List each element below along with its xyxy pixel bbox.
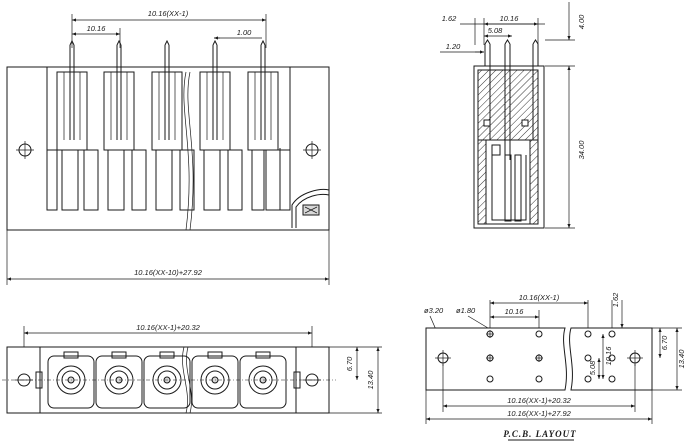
side-inner-pitch-label: 5.08 [488, 26, 503, 35]
pcb-top-offset-label: 1.62 [611, 292, 620, 307]
side-pin-height-label: 4.00 [577, 14, 586, 29]
pcb-row-offset-label: 5.08 [588, 360, 597, 375]
pcb-outer-width-label: 10.16(XX-1)+27.92 [507, 409, 571, 418]
pcb-half-height-label: 6.70 [660, 335, 669, 350]
pcb-pin-hole-label: ø1.80 [456, 306, 476, 315]
front-overall-width-label: 10.16(XX-10)+27.92 [134, 268, 203, 277]
front-mount-holes [16, 141, 321, 159]
side-view: 1.62 10.16 5.08 1.20 4.00 34.00 [440, 2, 586, 229]
bottom-full-height-label: 13.40 [366, 370, 375, 390]
side-pitch-label: 10.16 [500, 14, 520, 23]
bottom-width-label: 10.16(XX-1)+20.32 [136, 323, 200, 332]
pcb-inner-width-label: 10.16(XX-1)+20.32 [507, 396, 571, 405]
terminal-housings [56, 71, 281, 211]
pcb-title: P.C.B. LAYOUT [503, 429, 576, 439]
bottom-half-height-label: 6.70 [345, 356, 354, 371]
pins [63, 39, 272, 140]
front-pitch-top-label: 10.16(XX-1) [148, 9, 189, 18]
front-pitch-label: 10.16 [87, 24, 107, 33]
side-body-height-label: 34.00 [577, 140, 586, 160]
pcb-layout: 10.16(XX-1) 10.16 ø3.20 ø1.80 [424, 292, 686, 441]
front-pin-width-label: 1.00 [237, 28, 252, 37]
pcb-pitch-top-label: 10.16(XX-1) [519, 293, 560, 302]
front-view: 10.16(XX-1) 10.16 1.00 [6, 9, 330, 285]
side-pin-offset-label: 1.20 [446, 42, 461, 51]
pcb-row-spacing-label: 10.16 [604, 346, 613, 366]
pcb-mount-hole-label: ø3.20 [424, 306, 444, 315]
side-left-offset-label: 1.62 [442, 14, 457, 23]
pcb-pitch-label: 10.16 [505, 307, 525, 316]
pcb-full-height-label: 13.40 [677, 349, 686, 369]
bottom-view: 10.16(XX-1)+20.32 [2, 323, 382, 414]
pcb-pin-holes [486, 330, 616, 383]
